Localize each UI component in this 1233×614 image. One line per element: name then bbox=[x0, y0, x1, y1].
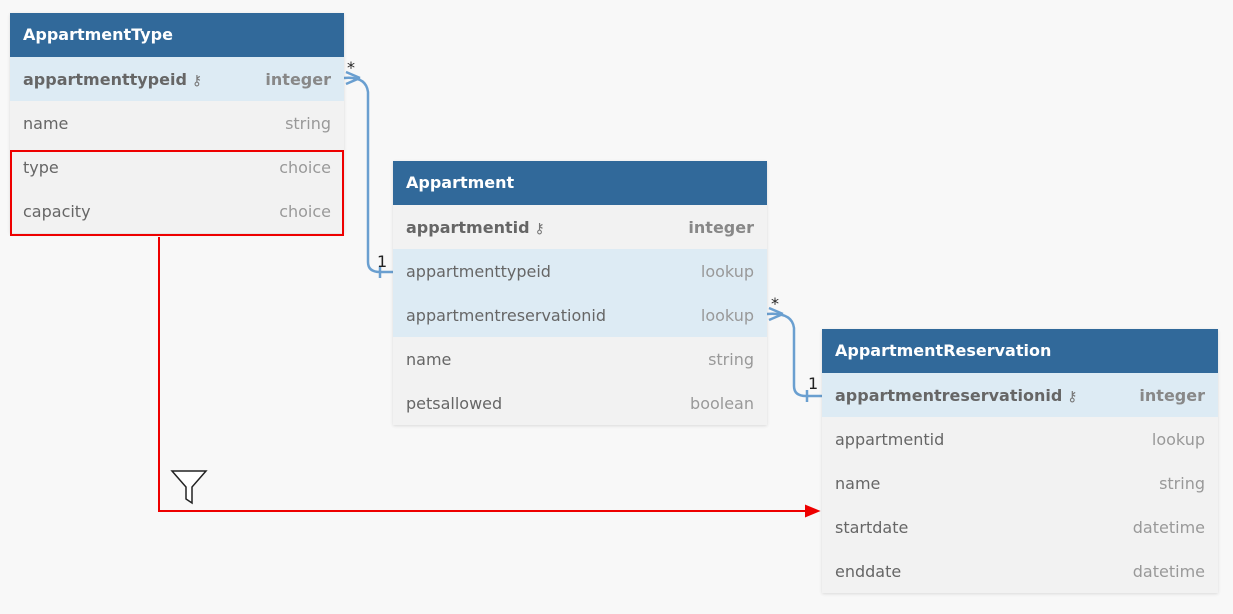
key-icon: ⚷ bbox=[1067, 388, 1078, 405]
field-type: boolean bbox=[690, 393, 754, 413]
field-row[interactable]: appartmentid⚷ integer bbox=[393, 205, 767, 249]
field-name: petsallowed bbox=[406, 393, 503, 413]
cardinality-one: 1 bbox=[808, 374, 819, 393]
cardinality-many: * bbox=[771, 294, 779, 313]
field-name: appartmenttypeid bbox=[23, 69, 187, 89]
entity-title[interactable]: AppartmentType bbox=[10, 13, 344, 57]
field-name: appartmentreservationid bbox=[835, 385, 1063, 405]
entity-title[interactable]: AppartmentReservation bbox=[822, 329, 1218, 373]
field-type: string bbox=[708, 349, 754, 369]
field-type: lookup bbox=[700, 305, 754, 325]
field-name: type bbox=[23, 157, 59, 177]
highlight-box bbox=[10, 150, 344, 236]
field-name: appartmentid bbox=[835, 429, 945, 449]
field-name: enddate bbox=[835, 561, 902, 581]
field-row[interactable]: name string bbox=[822, 461, 1218, 505]
field-name: capacity bbox=[23, 201, 91, 221]
field-name: appartmenttypeid bbox=[406, 261, 551, 281]
field-type: string bbox=[1159, 473, 1205, 493]
key-icon: ⚷ bbox=[191, 72, 203, 89]
entity-appartmenttype[interactable]: AppartmentType appartmenttypeid⚷integer … bbox=[10, 13, 344, 233]
field-type: datetime bbox=[1132, 561, 1205, 581]
field-type: integer bbox=[265, 69, 331, 89]
field-type: choice bbox=[279, 201, 331, 221]
field-row[interactable]: appartmentreservationid lookup bbox=[393, 293, 767, 337]
field-row[interactable]: name string bbox=[10, 101, 344, 145]
field-name: name bbox=[23, 113, 69, 133]
key-icon: ⚷ bbox=[534, 220, 545, 237]
field-row[interactable]: name string bbox=[393, 337, 767, 381]
entity-title[interactable]: Appartment bbox=[393, 161, 767, 205]
field-name: appartmentreservationid bbox=[406, 305, 606, 325]
funnel-icon bbox=[170, 470, 208, 505]
field-row[interactable]: petsallowed boolean bbox=[393, 381, 767, 425]
cardinality-one: 1 bbox=[377, 252, 388, 271]
field-row[interactable]: appartmenttypeid⚷ integer bbox=[10, 57, 344, 101]
field-type: string bbox=[285, 113, 331, 133]
field-type: choice bbox=[279, 157, 331, 177]
field-type: lookup bbox=[1151, 429, 1205, 449]
field-type: datetime bbox=[1132, 517, 1205, 537]
field-name: appartmentid bbox=[406, 217, 530, 237]
field-row[interactable]: capacity choice bbox=[10, 189, 344, 233]
field-row[interactable]: enddate datetime bbox=[822, 549, 1218, 593]
field-type: integer bbox=[1139, 385, 1205, 405]
field-row[interactable]: startdate datetime bbox=[822, 505, 1218, 549]
field-type: lookup bbox=[700, 261, 754, 281]
field-type: integer bbox=[688, 217, 754, 237]
field-name: name bbox=[406, 349, 452, 369]
field-name: startdate bbox=[835, 517, 909, 537]
field-name: name bbox=[835, 473, 881, 493]
cardinality-many: * bbox=[347, 58, 355, 77]
relation-appartmenttype-appartment bbox=[343, 70, 393, 278]
field-row[interactable]: appartmenttypeid lookup bbox=[393, 249, 767, 293]
field-row[interactable]: appartmentreservationid⚷ integer bbox=[822, 373, 1218, 417]
entity-appartment[interactable]: Appartment appartmentid⚷ integer appartme… bbox=[393, 161, 767, 425]
field-row[interactable]: appartmentid lookup bbox=[822, 417, 1218, 461]
field-row[interactable]: type choice bbox=[10, 145, 344, 189]
entity-appartmentreservation[interactable]: AppartmentReservation appartmentreservat… bbox=[822, 329, 1218, 593]
